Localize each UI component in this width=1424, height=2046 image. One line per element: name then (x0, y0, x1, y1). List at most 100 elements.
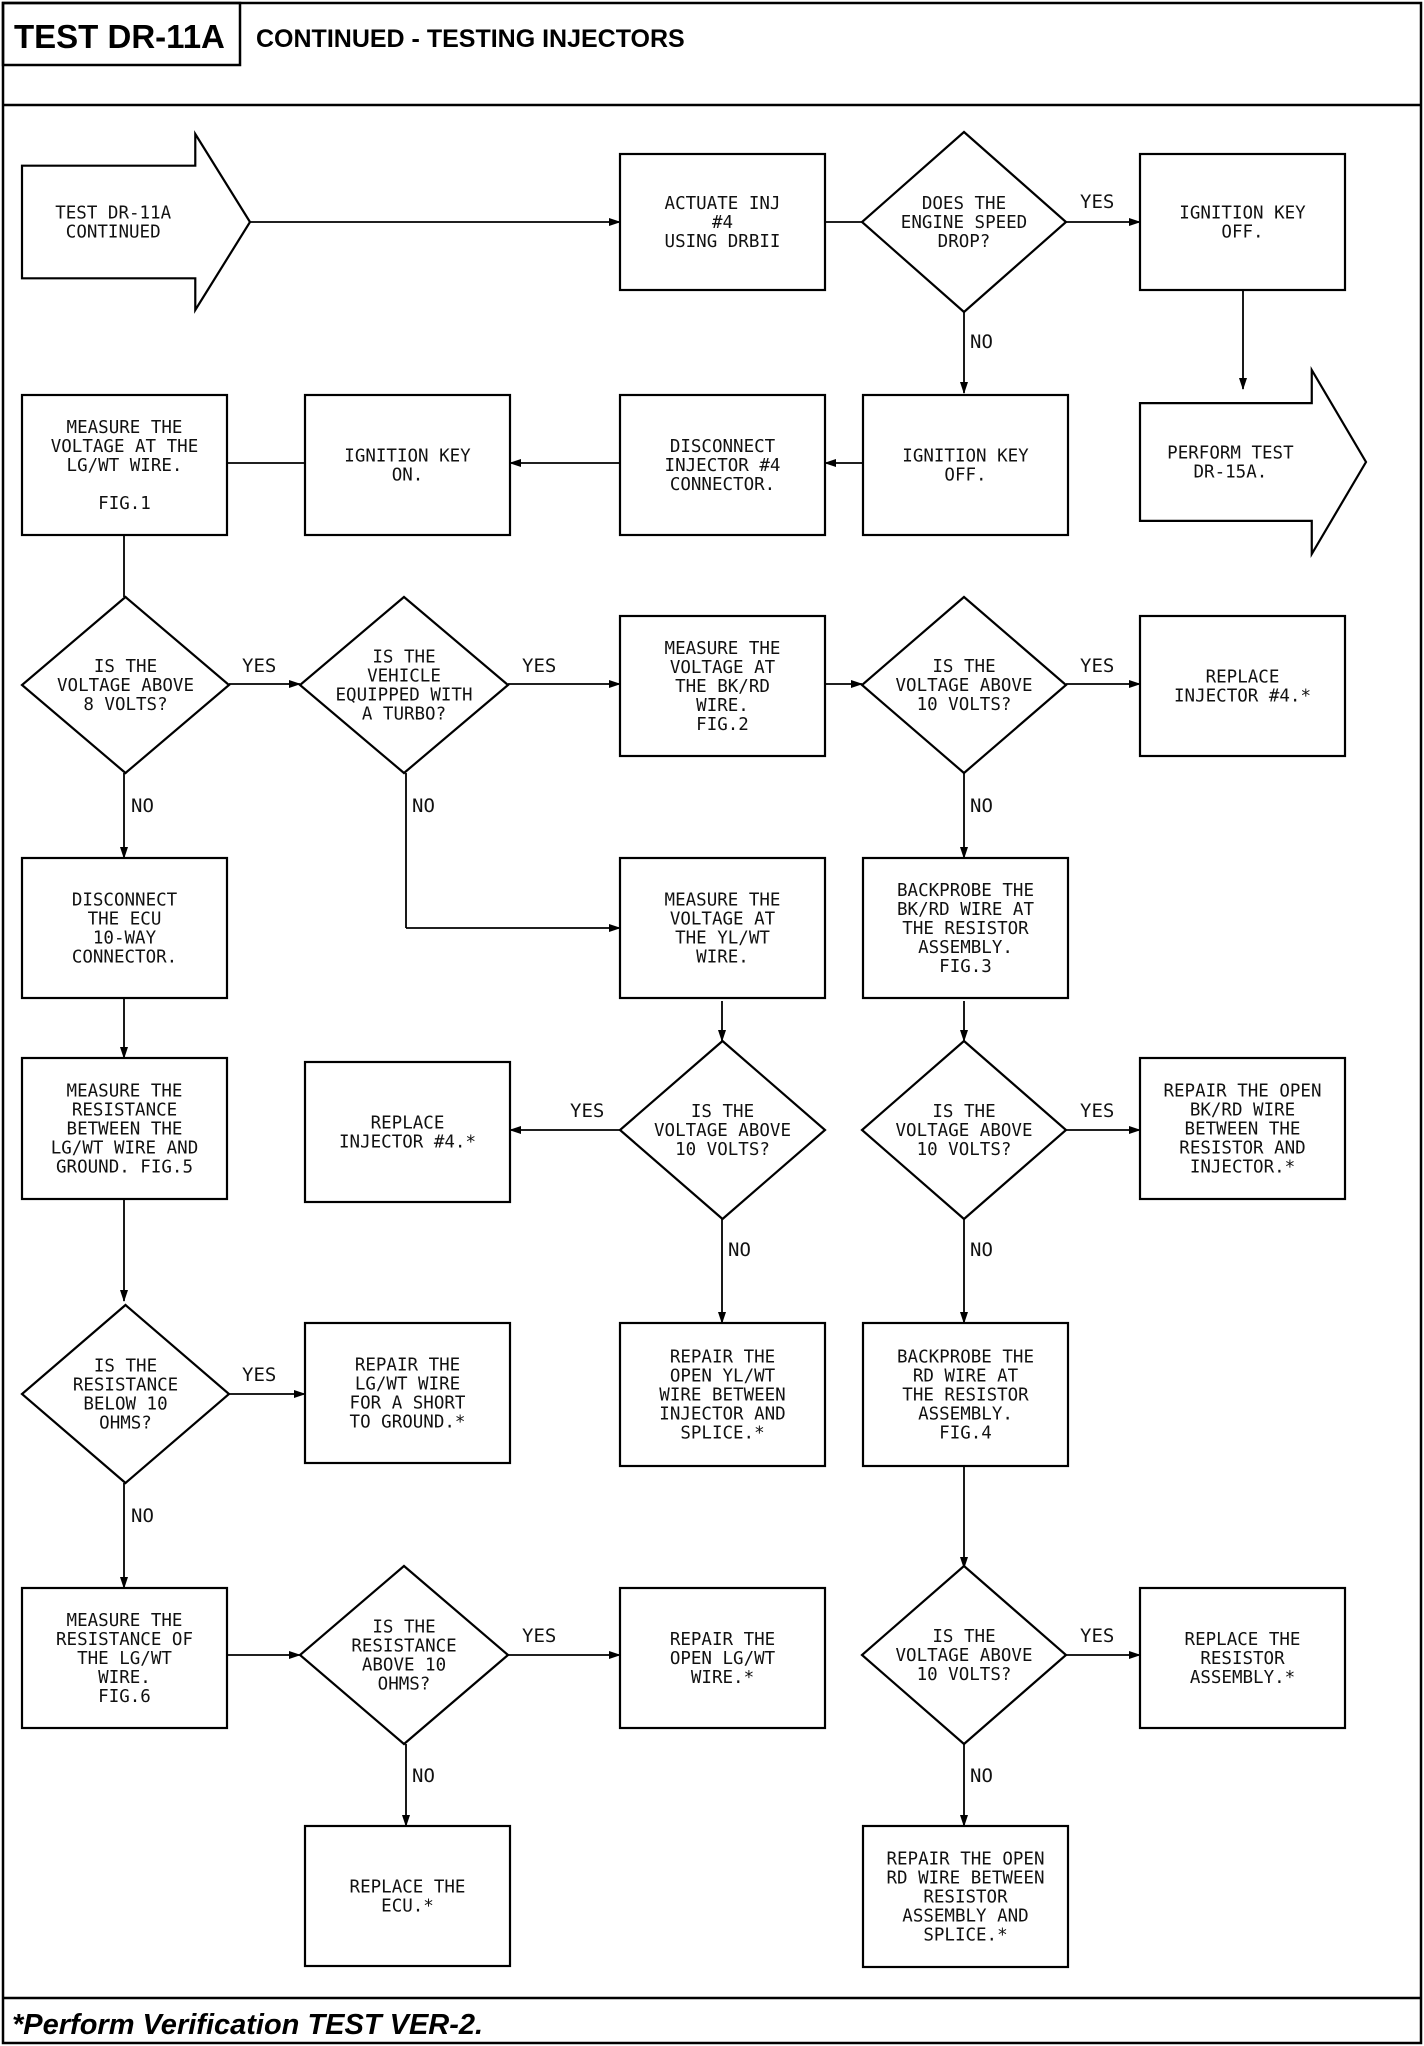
node-text-line: SPLICE.* (923, 1926, 1007, 1946)
no-label: NO (131, 1505, 154, 1527)
yes-label: YES (1080, 655, 1114, 677)
node-text-line: RD WIRE AT (913, 1367, 1019, 1387)
node-text-line: LG/WT WIRE. (67, 456, 183, 476)
node-text-line: DROP? (938, 232, 991, 252)
node-text-line: GROUND. FIG.5 (56, 1158, 193, 1178)
node-text-line: FIG.4 (939, 1424, 992, 1444)
node-text-line: RESISTOR AND (1179, 1139, 1305, 1159)
node-text-line: RESISTANCE (351, 1637, 456, 1657)
node-text-line: OHMS? (99, 1414, 152, 1434)
yes-label: YES (570, 1100, 604, 1122)
node-text-line: THE RESISTOR (902, 1386, 1029, 1406)
node-text-line: LG/WT WIRE AND (51, 1139, 199, 1159)
no-label: NO (131, 795, 154, 817)
header-id-box (1, 1, 242, 67)
node-text-line: IS THE (691, 1102, 754, 1122)
node-text-line: IS THE (94, 1357, 157, 1377)
process-box (20, 856, 229, 1000)
process-box (303, 1060, 512, 1204)
no-label: NO (970, 331, 993, 353)
node-text-line: #4 (712, 213, 733, 233)
node-text-line: OFF. (944, 466, 986, 486)
node-text-line: VOLTAGE AT (670, 910, 776, 930)
node-text-line: EQUIPPED WITH (336, 686, 473, 706)
node-text-line: MEASURE THE (665, 891, 781, 911)
node-text-line: IS THE (372, 648, 435, 668)
node-text-line: OFF. (1221, 223, 1263, 243)
node-text-line: THE ECU (88, 910, 162, 930)
node-text-line: USING DRBII (665, 232, 781, 252)
node-text-line: FIG.1 (98, 494, 151, 514)
node-text-line: VOLTAGE AT THE (51, 437, 199, 457)
node-text-line: BELOW 10 (83, 1395, 167, 1415)
node-text-line: LG/WT WIRE (355, 1375, 460, 1395)
node-text-line: REPAIR THE (355, 1356, 460, 1376)
node-text-line: MEASURE THE (67, 418, 183, 438)
node-text-line: OPEN YL/WT (670, 1367, 776, 1387)
node-text-line: RESISTANCE (73, 1376, 178, 1396)
node-text-line: IGNITION KEY (344, 447, 471, 467)
node-text-line: VOLTAGE ABOVE (57, 676, 194, 696)
decision-diamond (860, 1564, 1068, 1746)
node-text-line: ACTUATE INJ (665, 194, 781, 214)
node-text-line: OPEN LG/WT (670, 1649, 776, 1669)
process-box (618, 1321, 827, 1468)
node-text-line: ABOVE 10 (362, 1656, 446, 1676)
node-text-line: OHMS? (378, 1675, 431, 1695)
process-box (618, 152, 827, 292)
node-text-line: INJECTOR #4 (665, 456, 781, 476)
node-text-line: VEHICLE (367, 667, 441, 687)
node-text-line: BETWEEN THE (67, 1120, 183, 1140)
node-text-line: REPLACE (1206, 668, 1280, 688)
node-text-line: DISCONNECT (670, 437, 776, 457)
process-box (861, 1824, 1070, 1969)
node-text-line: REPLACE THE (350, 1878, 466, 1898)
no-label: NO (412, 1765, 435, 1787)
yes-label: YES (1080, 1625, 1114, 1647)
process-box (618, 393, 827, 537)
node-text-line: MEASURE THE (67, 1082, 183, 1102)
node-text-line: REPAIR THE (670, 1630, 775, 1650)
decision-diamond (298, 1564, 510, 1746)
node-text-line: THE YL/WT (675, 929, 770, 949)
node-text-line: BACKPROBE THE (897, 1348, 1034, 1368)
node-text-line: 10 VOLTS? (675, 1140, 770, 1160)
node-text-line: IS THE (94, 657, 157, 677)
node-text-line: REPAIR THE OPEN (886, 1850, 1044, 1870)
node-text-line: REPAIR THE (670, 1348, 775, 1368)
node-text-line: VOLTAGE ABOVE (896, 1121, 1033, 1141)
node-text-line: RESISTANCE OF (56, 1630, 193, 1650)
footer-note: *Perform Verification TEST VER-2. (12, 2009, 483, 2041)
node-text-line: ECU.* (381, 1897, 434, 1917)
page-title: CONTINUED - TESTING INJECTORS (256, 25, 685, 53)
decision-diamond (860, 1039, 1068, 1221)
yes-label: YES (522, 655, 556, 677)
node-text-line: THE BK/RD (675, 677, 770, 697)
edge-labels: YES NO YES NO YES NO YES NO YES NO YES N… (131, 191, 1114, 1787)
node-text-line: ON. (392, 466, 424, 486)
node-text-line: RESISTOR (1200, 1649, 1285, 1669)
node-text-line: ASSEMBLY AND (902, 1907, 1028, 1927)
process-box (861, 1321, 1070, 1468)
node-text-line: IS THE (932, 657, 995, 677)
node-text-line: VOLTAGE ABOVE (896, 1646, 1033, 1666)
process-box (303, 393, 512, 537)
process-box (618, 1586, 827, 1730)
node-text-line: BACKPROBE THE (897, 881, 1034, 901)
arrow-shape (1138, 365, 1368, 559)
